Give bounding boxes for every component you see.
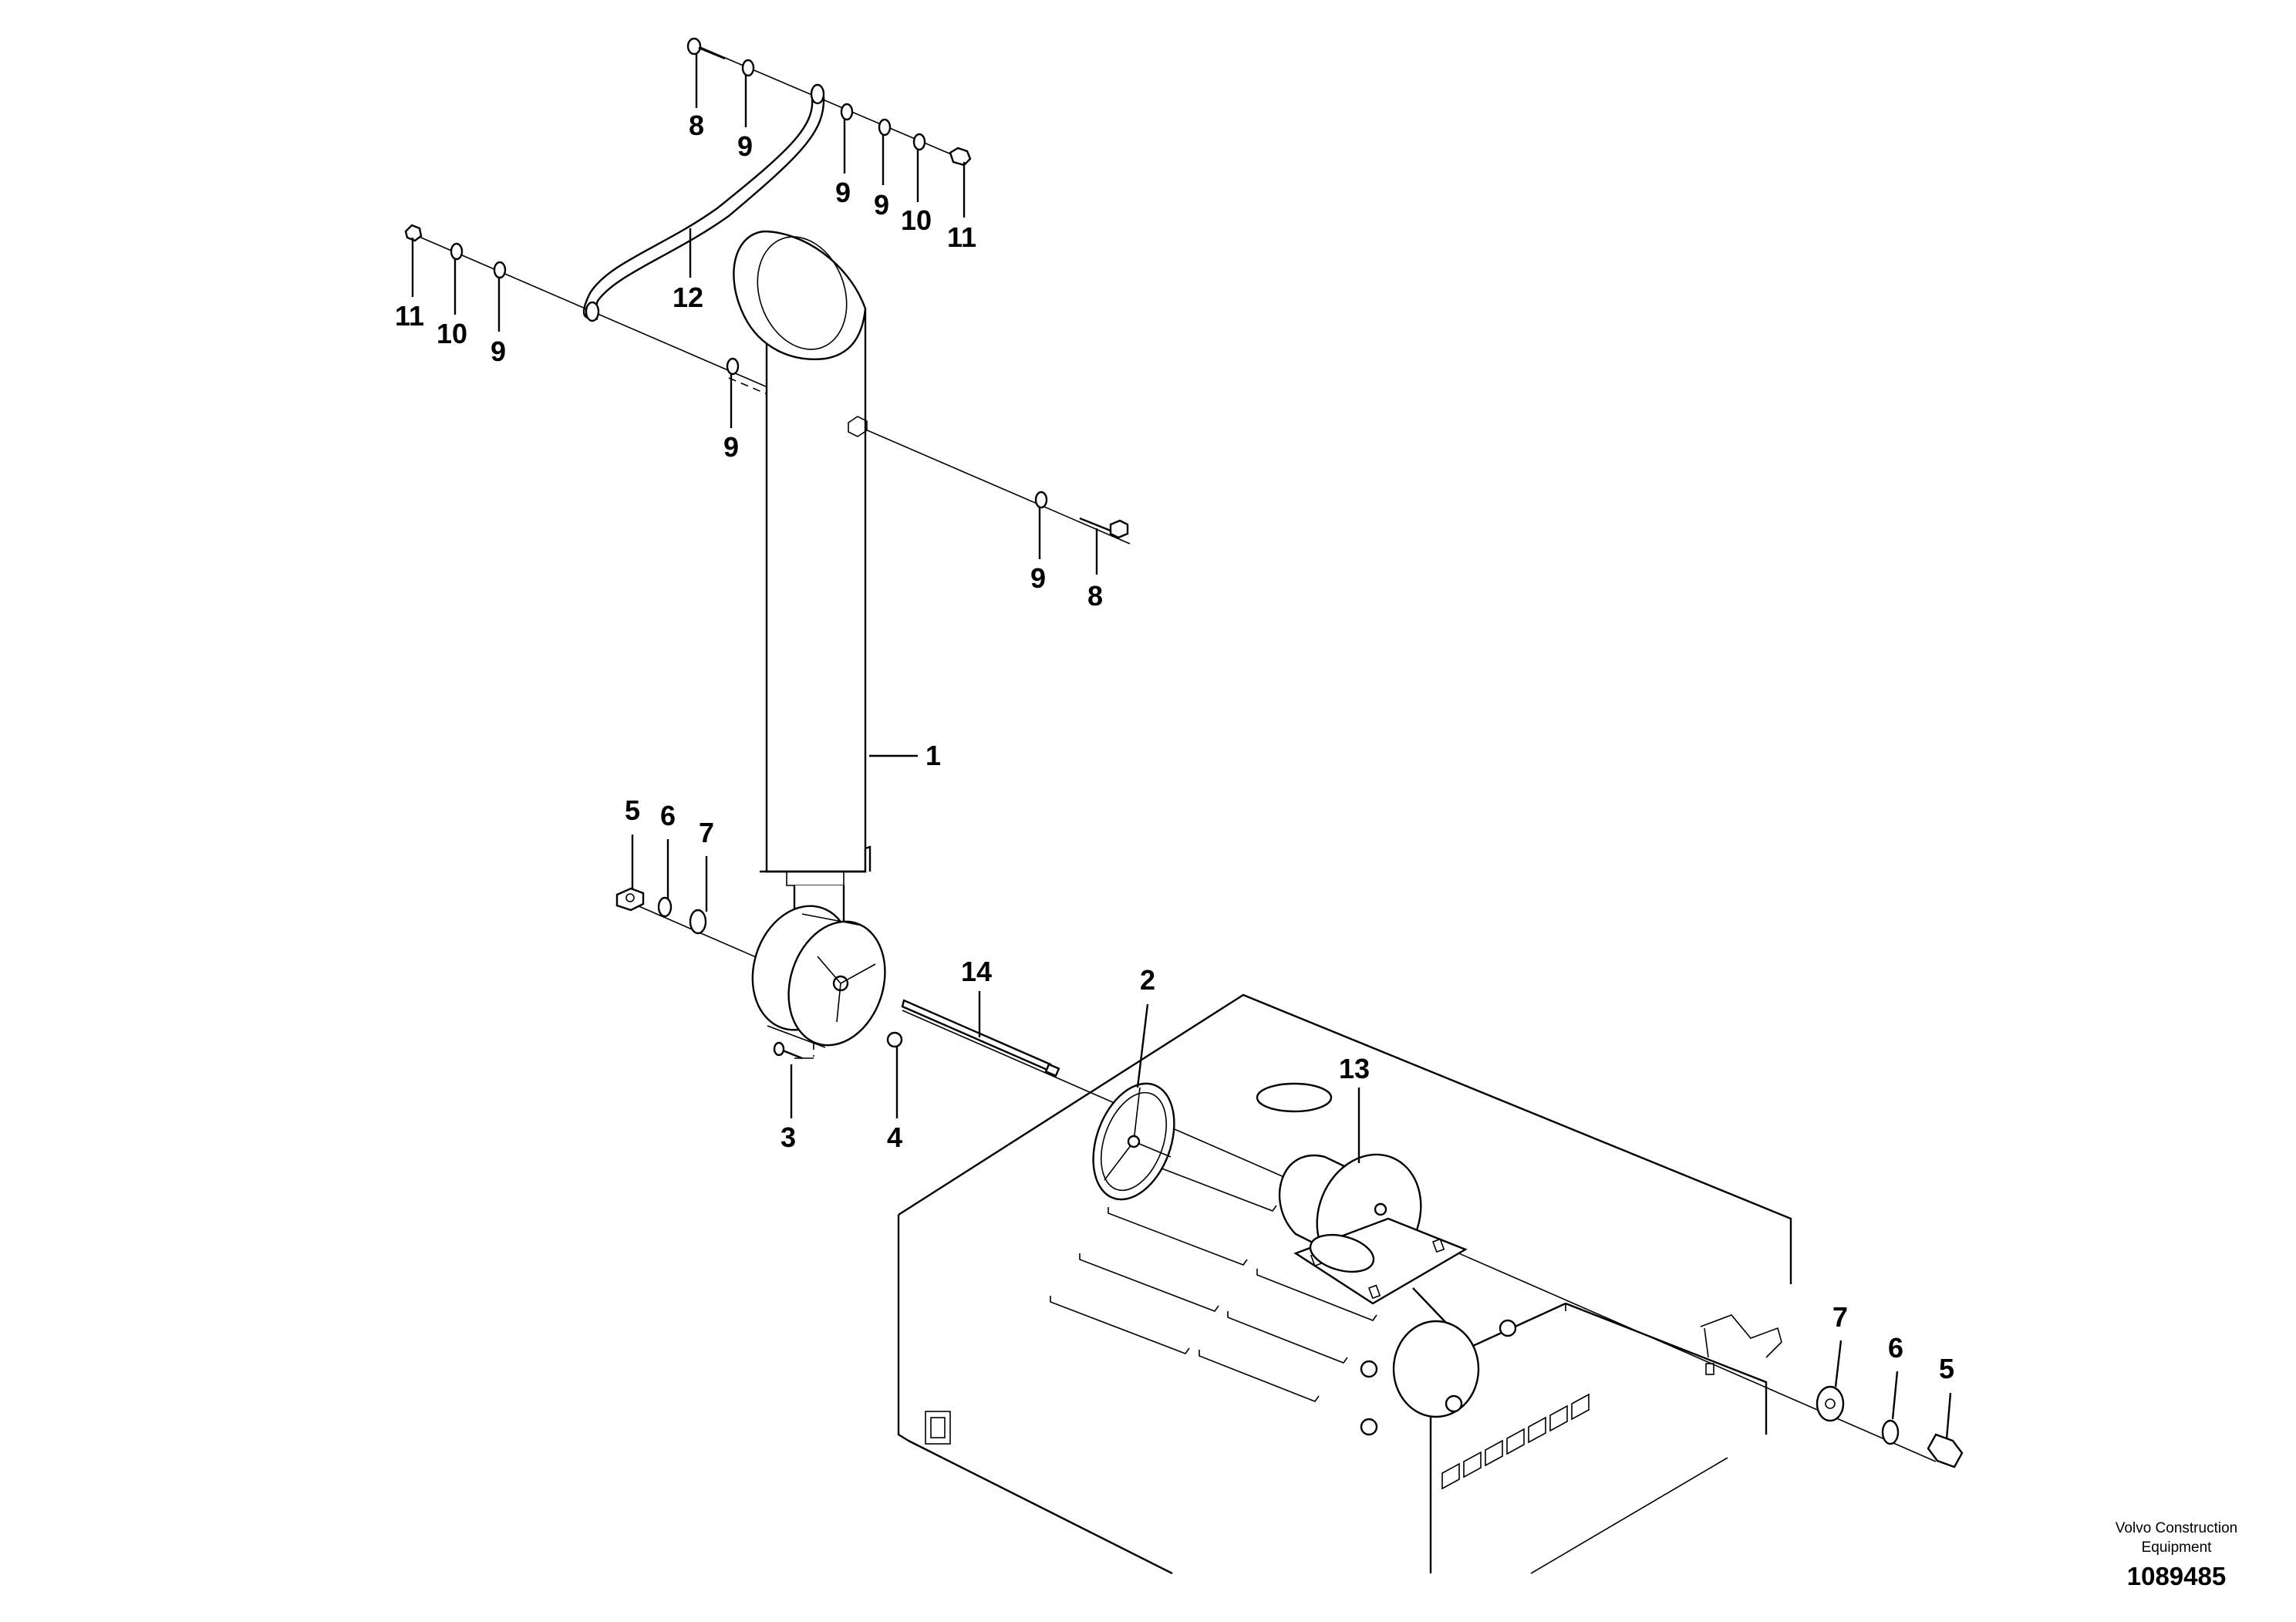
callout-9-center: 9 [723, 431, 739, 463]
bolt-3 [773, 1041, 803, 1060]
ring-flange [1092, 1082, 1175, 1201]
engine-hood [897, 993, 1792, 1575]
tie-rod [901, 999, 1060, 1077]
callout-9-right: 9 [1030, 562, 1046, 594]
spring-washer-10-top [912, 133, 926, 151]
washer-9-top-b [840, 103, 854, 121]
nut-11-left [404, 224, 423, 242]
callout-12: 12 [673, 282, 703, 313]
callout-5-right: 5 [1939, 1353, 1954, 1384]
callout-9-top-a: 9 [737, 130, 753, 162]
exhaust-stack-pipe [733, 230, 872, 886]
hardware [404, 37, 1964, 1469]
callout-10-left: 10 [437, 318, 467, 349]
support-strap [582, 83, 825, 322]
brand-line-2: Equipment [2142, 1539, 2213, 1556]
nut-11-top [949, 147, 972, 167]
callout-5-left: 5 [625, 794, 640, 826]
nut-5-right [1927, 1433, 1964, 1469]
spring-washer-6-right [1881, 1419, 1900, 1445]
callout-1: 1 [925, 740, 941, 771]
callout-11-top: 11 [947, 221, 976, 253]
callout-14: 14 [961, 956, 992, 987]
callout-labels: 1 2 3 4 5 5 6 6 7 7 8 8 9 9 9 9 9 9 10 1… [395, 110, 1954, 1384]
bolt-8-right [1079, 517, 1129, 539]
callout-9-top-b: 9 [835, 177, 851, 208]
leader-lines [411, 54, 1952, 1440]
flat-washer-7-left [689, 909, 707, 935]
flat-washer-7-right [1816, 1385, 1845, 1422]
callout-2: 2 [1140, 964, 1155, 996]
washer-9-left [493, 261, 507, 279]
document-number: 1089485 [2127, 1562, 2226, 1590]
callout-6-left: 6 [660, 800, 676, 831]
callout-8-right: 8 [1087, 580, 1103, 612]
callout-13: 13 [1339, 1053, 1370, 1084]
brand-line-1: Volvo Construction [2116, 1520, 2237, 1536]
callout-8-top: 8 [689, 110, 704, 141]
muffler [1278, 1153, 1468, 1305]
washer-9-top-a [741, 59, 755, 77]
bolt-5-left [615, 887, 645, 912]
callout-4: 4 [887, 1121, 902, 1153]
washer-9-top-c [878, 118, 892, 137]
spacer-block [848, 416, 868, 437]
nut-4 [886, 1031, 903, 1048]
callout-7-right: 7 [1832, 1301, 1848, 1333]
bolt-8-top [686, 37, 726, 60]
footer-credit: Volvo Construction Equipment 1089485 [2116, 1520, 2237, 1590]
washer-9-center [726, 357, 740, 376]
spring-washer-6-left [657, 896, 673, 918]
callout-6-right: 6 [1888, 1332, 1903, 1364]
callout-7-left: 7 [699, 817, 714, 848]
side-louvers [1441, 1393, 1590, 1490]
washer-9-right [1034, 491, 1048, 509]
pipe-clamp [751, 885, 886, 1048]
callout-9-left: 9 [491, 336, 506, 367]
assembly-axis-lines [410, 43, 1937, 1462]
callout-11-left: 11 [395, 300, 424, 332]
spring-washer-10-left [450, 242, 464, 261]
callout-3: 3 [781, 1121, 796, 1153]
callout-10-top: 10 [901, 204, 932, 236]
callout-9-top-c: 9 [874, 189, 889, 221]
